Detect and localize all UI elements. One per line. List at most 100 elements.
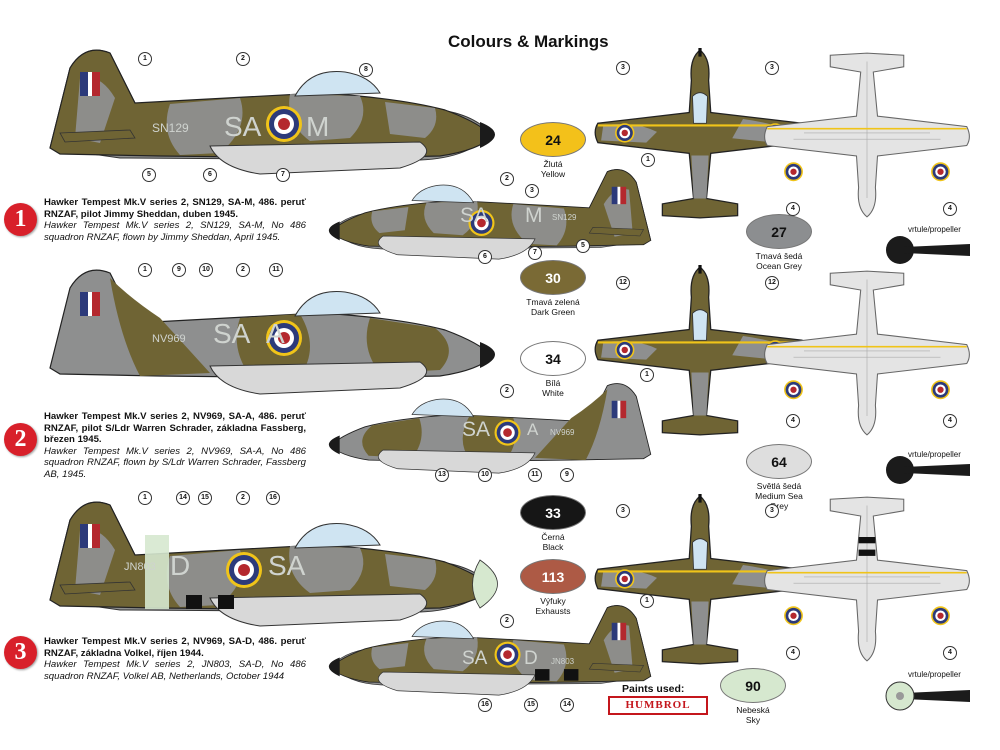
paint-name-cz: Černá bbox=[541, 532, 565, 542]
paint-name-en: Sky bbox=[745, 715, 761, 725]
scheme1-description: Hawker Tempest Mk.V series 2, SN129, SA-… bbox=[44, 197, 306, 243]
callout: 1 bbox=[138, 52, 152, 66]
propeller-view-2 bbox=[886, 456, 970, 484]
s2-code-left: SA bbox=[213, 318, 251, 349]
s1-code-right: M bbox=[306, 111, 329, 142]
callout: 11 bbox=[528, 468, 542, 482]
callout: 2 bbox=[500, 384, 514, 398]
callout: 4 bbox=[786, 414, 800, 428]
paint-name-en: Exhausts bbox=[535, 606, 571, 616]
paints-used-label: Paints used: bbox=[622, 683, 685, 695]
paint-name-en: Ocean Grey bbox=[756, 261, 802, 271]
callout: 4 bbox=[786, 646, 800, 660]
scheme3-large-side-view bbox=[49, 501, 498, 627]
scheme1-title-cz: Hawker Tempest Mk.V series 2, SN129, SA-… bbox=[44, 197, 306, 220]
callout: 15 bbox=[198, 491, 212, 505]
callout: 8 bbox=[359, 63, 373, 77]
scheme1-title-en: Hawker Tempest Mk.V series 2, SN129, SA-… bbox=[44, 220, 306, 243]
paint-name-cz: Tmavá šedá bbox=[755, 251, 803, 261]
s3-small-code-left: SA bbox=[462, 648, 488, 669]
callout: 5 bbox=[576, 239, 590, 253]
callout: 3 bbox=[525, 184, 539, 198]
callout: 4 bbox=[943, 414, 957, 428]
callout: 14 bbox=[176, 491, 190, 505]
scheme3-title-cz: Hawker Tempest Mk.V series 2, NV969, SA-… bbox=[44, 636, 306, 659]
callout: 15 bbox=[524, 698, 538, 712]
callout: 10 bbox=[478, 468, 492, 482]
propeller-label-2: vrtule/propeller bbox=[908, 450, 961, 459]
scheme1-large-side-view: SN129 SA M bbox=[49, 49, 496, 175]
paint-name-cz: Žlutá bbox=[543, 159, 563, 169]
callout: 5 bbox=[142, 168, 156, 182]
s2-small-serial: NV969 bbox=[550, 428, 575, 437]
s1-small-serial: SN129 bbox=[552, 213, 577, 222]
callout: 2 bbox=[236, 52, 250, 66]
callout: 10 bbox=[199, 263, 213, 277]
paint-oval: 90 bbox=[720, 668, 786, 703]
scheme2-title-en: Hawker Tempest Mk.V series 2, NV969, SA-… bbox=[44, 445, 306, 480]
scheme3-description: Hawker Tempest Mk.V series 2, NV969, SA-… bbox=[44, 636, 306, 682]
callout: 14 bbox=[560, 698, 574, 712]
s3-serial: JN803 bbox=[124, 561, 156, 573]
paint-oval: 113 bbox=[520, 559, 586, 594]
callout: 16 bbox=[478, 698, 492, 712]
s2-code-right: A bbox=[266, 318, 285, 349]
propeller-view-3 bbox=[885, 681, 970, 711]
callout: 9 bbox=[172, 263, 186, 277]
callout: 12 bbox=[616, 276, 630, 290]
callout: 6 bbox=[203, 168, 217, 182]
paint-oval: 34 bbox=[520, 341, 586, 376]
propeller-view-1 bbox=[886, 236, 970, 264]
callout: 7 bbox=[528, 246, 542, 260]
scheme-badge-1: 1 bbox=[4, 203, 37, 236]
s1-code-left: SA bbox=[224, 111, 262, 142]
s1-small-code-left: SA bbox=[460, 204, 489, 227]
callout: 1 bbox=[138, 263, 152, 277]
callout: 2 bbox=[500, 614, 514, 628]
s3-small-serial: JN803 bbox=[551, 657, 575, 666]
callout: 3 bbox=[616, 504, 630, 518]
paint-oval: 24 bbox=[520, 122, 586, 157]
scheme1-underside-view bbox=[763, 52, 971, 218]
propeller-label-1: vrtule/propeller bbox=[908, 225, 961, 234]
scheme-badge-3: 3 bbox=[4, 636, 37, 669]
paint-name-cz: Výfuky bbox=[540, 596, 566, 606]
s1-serial: SN129 bbox=[152, 121, 189, 135]
paint-name-en: Yellow bbox=[540, 169, 566, 179]
page-title: Colours & Markings bbox=[448, 32, 609, 51]
callout: 3 bbox=[765, 504, 779, 518]
callout: 7 bbox=[276, 168, 290, 182]
paint-name-en: Medium Sea Grey bbox=[755, 491, 803, 511]
callout: 13 bbox=[435, 468, 449, 482]
s2-serial: NV969 bbox=[152, 333, 186, 345]
callout: 1 bbox=[640, 368, 654, 382]
callout: 4 bbox=[943, 202, 957, 216]
s2-small-code-left: SA bbox=[462, 418, 491, 441]
paint-oval: 30 bbox=[520, 260, 586, 295]
callout: 1 bbox=[138, 491, 152, 505]
callout: 1 bbox=[641, 153, 655, 167]
callout: 9 bbox=[560, 468, 574, 482]
callout: 11 bbox=[269, 263, 283, 277]
paint-name-cz: Tmavá zelená bbox=[526, 297, 580, 307]
callout: 3 bbox=[616, 61, 630, 75]
scheme3-small-side-view bbox=[328, 605, 652, 696]
humbrol-logo: HUMBROL bbox=[608, 696, 708, 715]
callout: 4 bbox=[786, 202, 800, 216]
paint-name-en: Dark Green bbox=[531, 307, 575, 317]
callout: 6 bbox=[478, 250, 492, 264]
callout: 3 bbox=[765, 61, 779, 75]
callout: 2 bbox=[236, 491, 250, 505]
s3-code-left: D bbox=[170, 550, 191, 581]
paint-oval: 33 bbox=[520, 495, 586, 530]
callout: 4 bbox=[943, 646, 957, 660]
paint-name-en: White bbox=[542, 388, 564, 398]
callout: 2 bbox=[236, 263, 250, 277]
